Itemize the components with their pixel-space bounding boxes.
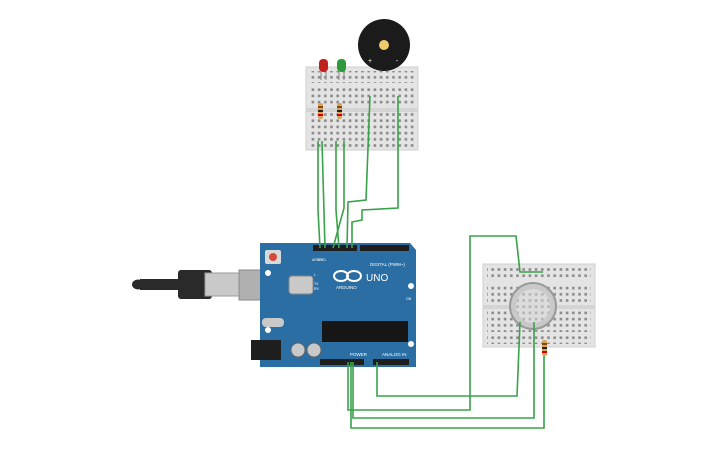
digital-label: DIGITAL (PWM~) xyxy=(370,262,405,267)
wire-buzzer-plus xyxy=(346,95,371,249)
crystal xyxy=(288,275,314,295)
usb-cable-icon xyxy=(132,269,262,301)
capacitor-1 xyxy=(290,342,306,358)
mount-hole xyxy=(408,341,414,347)
red-led[interactable] xyxy=(319,59,328,80)
mount-hole xyxy=(265,270,271,276)
atmega-chip xyxy=(322,321,408,342)
reset-button-cap xyxy=(269,253,277,261)
analog-header xyxy=(373,359,409,365)
arduino-infinity-icon xyxy=(333,270,362,282)
wire-sensor-gnd xyxy=(352,322,535,419)
on-label: ON xyxy=(406,297,412,301)
green-led[interactable] xyxy=(337,59,346,80)
l-label: L xyxy=(314,273,316,277)
capacitor-2 xyxy=(306,342,322,358)
brand-label: ARDUINO xyxy=(336,285,357,290)
power-label: POWER xyxy=(350,352,368,357)
wires[interactable] xyxy=(317,95,545,429)
mount-hole xyxy=(265,327,271,333)
crystal-small xyxy=(262,318,284,327)
gnd-label: GND xyxy=(318,258,326,262)
wire-gnd-1 xyxy=(321,140,326,249)
piezo-buzzer[interactable]: + - xyxy=(358,19,410,71)
buzzer-minus-label: - xyxy=(396,58,399,65)
tx-label: TX xyxy=(314,282,319,286)
arduino-uno-board[interactable]: UNO ARDUINO DIGITAL (PWM~) POWER ANALOG … xyxy=(251,243,416,367)
resistor-red-led[interactable] xyxy=(318,103,323,119)
wire-sensor-5v xyxy=(347,263,471,411)
buzzer-plus-label: + xyxy=(368,58,372,65)
analog-label: ANALOG IN xyxy=(382,352,407,357)
resistor-green-led[interactable] xyxy=(337,103,342,119)
wire-sensor-analog xyxy=(376,321,521,397)
digital-header-left xyxy=(313,245,357,251)
digital-header-right xyxy=(360,245,409,251)
wire-gnd-2 xyxy=(332,141,345,249)
top-breadboard[interactable] xyxy=(305,66,419,151)
gas-sensor[interactable] xyxy=(509,282,557,330)
resistor-sensor[interactable] xyxy=(542,340,547,356)
power-header xyxy=(320,359,364,365)
aref-label: AREF xyxy=(312,258,321,262)
model-label: UNO xyxy=(366,273,388,284)
wire-sensor-power xyxy=(469,235,543,273)
wire-led-green xyxy=(335,141,340,249)
wire-sensor-resistor xyxy=(350,356,545,429)
mount-hole xyxy=(408,283,414,289)
wire-led-red xyxy=(317,141,321,249)
power-jack[interactable] xyxy=(251,340,281,360)
rx-label: RX xyxy=(314,287,320,291)
wire-buzzer-minus xyxy=(351,96,399,248)
